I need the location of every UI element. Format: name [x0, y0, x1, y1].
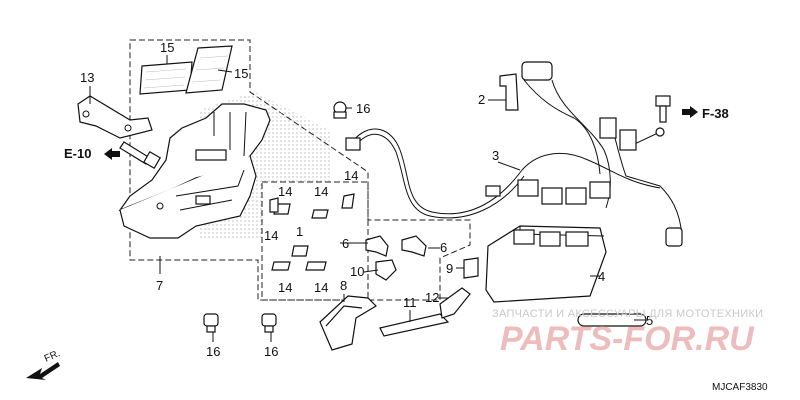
callout-1: 1 [296, 224, 303, 239]
pad-15-left [139, 61, 193, 95]
leader-lines [89, 55, 646, 342]
clip-14-b [311, 209, 329, 219]
callout-15-top: 15 [160, 40, 174, 55]
callout-12: 12 [425, 290, 439, 305]
callout-14-c: 14 [344, 168, 358, 183]
bolt [119, 141, 162, 170]
clip-1 [291, 245, 309, 257]
clip-14-e [271, 261, 291, 271]
callout-14-e: 14 [278, 280, 292, 295]
callout-9: 9 [446, 261, 453, 276]
callout-14-a: 14 [278, 184, 292, 199]
clip-14-d [269, 197, 279, 213]
callout-6-right: 6 [440, 240, 447, 255]
tape-8 [319, 295, 377, 351]
callout-16-right: 16 [264, 344, 278, 359]
clip-10 [375, 259, 397, 281]
watermark-tagline: ЗАПЧАСТИ И АКСЕССУАРЫ ДЛЯ МОТОТЕХНИКИ [492, 308, 763, 320]
bolt-16-top [333, 101, 347, 119]
cushion-9 [463, 257, 479, 279]
clip-14-f [305, 261, 327, 271]
group-outline-main [129, 39, 471, 301]
group-outline-subparts [261, 181, 369, 301]
f38-arrow-icon [682, 106, 698, 118]
ref-e10: E-10 [64, 146, 91, 161]
callout-6-left: 6 [342, 236, 349, 251]
callout-14-d: 14 [264, 228, 278, 243]
callout-7: 7 [156, 278, 163, 293]
pad-12 [439, 287, 471, 319]
bolt-16-left [203, 313, 219, 333]
callout-15-right: 15 [234, 66, 248, 81]
callout-16-left: 16 [206, 344, 220, 359]
callout-13: 13 [80, 70, 94, 85]
strip-11 [379, 313, 450, 337]
front-arrow-icon [26, 362, 60, 380]
ref-f38: F-38 [702, 106, 729, 121]
clip-14-c [341, 193, 355, 209]
bolt-f38 [655, 95, 671, 123]
callout-10: 10 [350, 264, 364, 279]
callout-4: 4 [598, 269, 605, 284]
callout-11: 11 [403, 295, 417, 310]
pad-15-right [185, 45, 233, 94]
clamp-6-right [401, 235, 427, 257]
callout-14-b: 14 [314, 184, 328, 199]
diagram-code: MJCAF3830 [712, 382, 768, 393]
watermark-logo: PARTS-FOR.RU [500, 320, 755, 358]
callout-2: 2 [478, 92, 485, 107]
housing-7 [118, 103, 271, 239]
bracket-2 [499, 73, 519, 111]
e10-arrow-icon [104, 148, 120, 160]
bolt-16-right [261, 313, 277, 333]
ref-front: FR. [43, 348, 62, 365]
callout-8: 8 [340, 278, 347, 293]
bracket-13 [77, 95, 153, 139]
ecu-4 [485, 225, 607, 303]
callout-3: 3 [492, 148, 499, 163]
callout-5: 5 [646, 313, 653, 328]
callout-16-top: 16 [356, 101, 370, 116]
wire-harness-3 [345, 61, 683, 247]
clamp-6-left [365, 235, 389, 257]
callout-14-f: 14 [314, 280, 328, 295]
